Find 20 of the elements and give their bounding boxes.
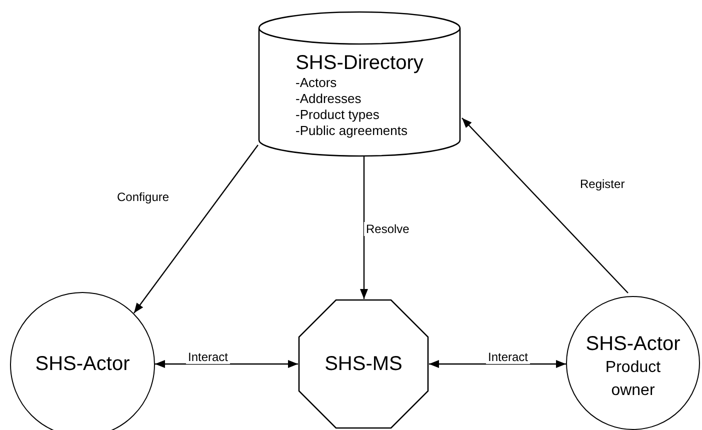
database-cylinder [258,12,461,156]
edge-label: Interact [186,350,230,364]
node-title: SHS-Actor [586,332,680,356]
node-title: SHS-Directory [296,52,424,74]
edge-label: Resolve [364,222,412,236]
node-title: SHS-Actor [35,353,130,376]
arrow [155,360,298,368]
octagon-node [298,299,429,429]
list-item: -Public agreements [296,122,408,138]
edge-label: Register [578,177,627,191]
arrow [429,360,566,368]
list-item: -Product types [296,106,380,122]
list-item: -Addresses [296,90,362,106]
arrow [360,156,368,299]
list-item: -Actors [296,74,338,90]
edge-label: Interact [486,350,530,364]
arrow [462,118,628,294]
node-title: SHS-MS [324,352,402,376]
node-subtitle: Product owner [604,358,662,400]
edge-label: Configure [115,190,172,204]
